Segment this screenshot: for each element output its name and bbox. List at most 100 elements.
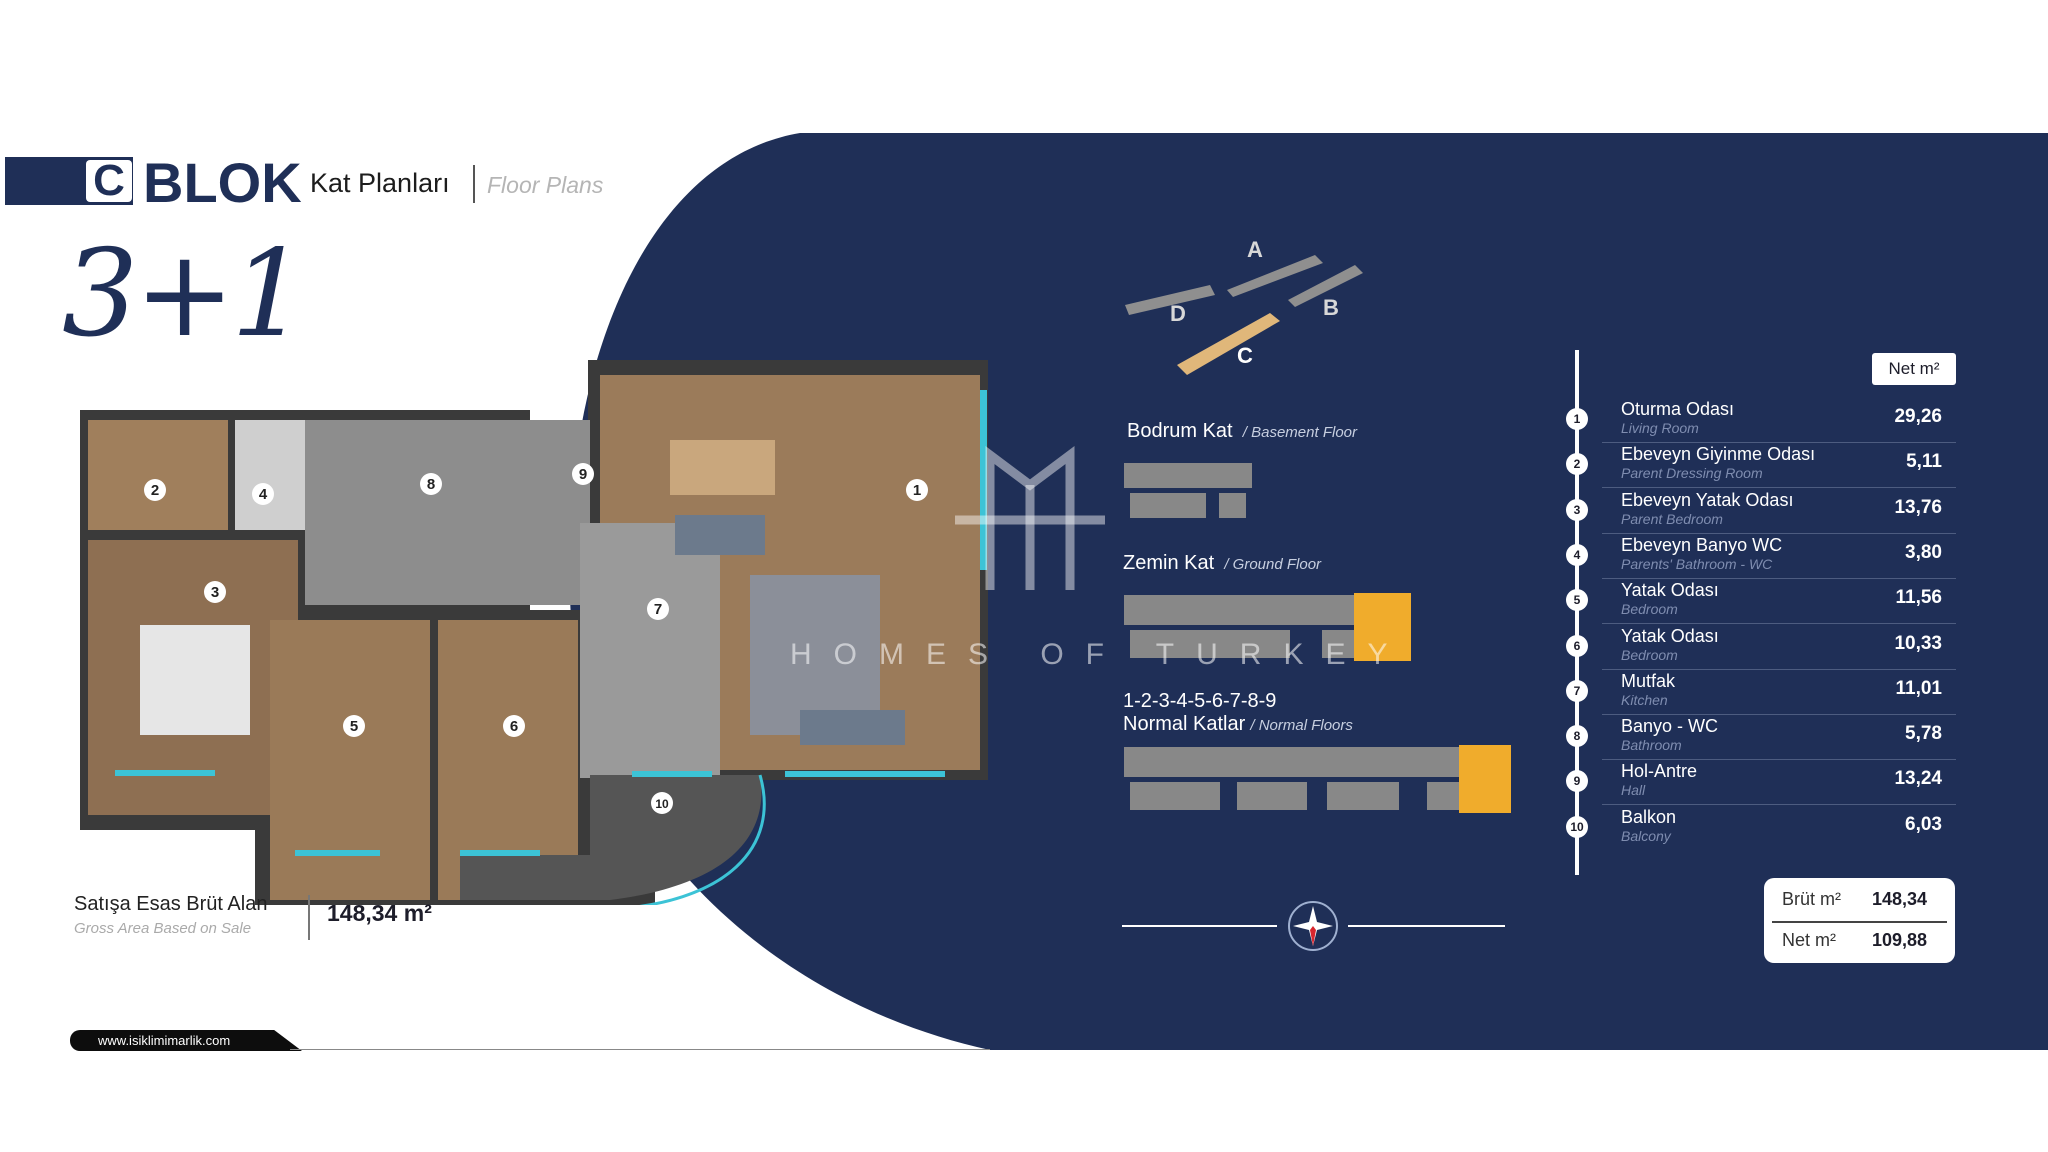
- floor-basement: Bodrum Kat / Basement Floor: [1127, 420, 1357, 442]
- room-name-en: Bedroom: [1621, 601, 1678, 618]
- marker-7: 7: [647, 598, 669, 620]
- row-divider: [1602, 713, 1956, 715]
- room-area: 5,11: [1906, 451, 1942, 473]
- row-divider: [1602, 532, 1956, 534]
- room-number: 1: [1566, 408, 1588, 430]
- unit-highlight: [1354, 593, 1411, 661]
- room-row: 10 Balkon Balcony 6,03: [1566, 806, 1956, 851]
- marker-10: 10: [651, 792, 673, 814]
- room-row: 7 Mutfak Kitchen 11,01: [1566, 670, 1956, 715]
- room-number: 7: [1566, 679, 1588, 702]
- gross-label: Brüt m²: [1782, 889, 1842, 909]
- label-b: B: [1323, 295, 1339, 320]
- svg-text:2: 2: [151, 482, 159, 499]
- room-name: Ebeveyn Yatak Odası: [1621, 489, 1794, 510]
- sale-area-value: 148,34 m²: [327, 900, 432, 926]
- net-header: Net m²: [1872, 353, 1956, 385]
- room-name: Banyo - WC: [1621, 716, 1719, 737]
- marker-6: 6: [503, 715, 525, 737]
- table-timeline: [1575, 350, 1579, 875]
- unit-highlight: [1459, 745, 1511, 813]
- svg-text:3: 3: [211, 584, 219, 601]
- marker-8: 8: [420, 473, 442, 495]
- room-number: 5: [1566, 589, 1588, 612]
- room-area: 10,33: [1894, 632, 1942, 654]
- room-number: 8: [1566, 725, 1588, 748]
- room-balcony: [460, 775, 762, 900]
- sale-area-label-en: Gross Area Based on Sale: [74, 920, 252, 937]
- svg-text:8: 8: [427, 476, 435, 493]
- room-number: 3: [1566, 498, 1588, 521]
- block-b: [1288, 265, 1363, 307]
- room-name: Yatak Odası: [1621, 625, 1719, 646]
- room-name: Oturma Odası: [1621, 399, 1735, 419]
- room-row: 1 Oturma Odası Living Room 29,26: [1566, 398, 1956, 443]
- label-c: C: [1237, 343, 1253, 368]
- svg-text:10: 10: [655, 797, 669, 811]
- basement-plan: [1124, 463, 1252, 518]
- sale-area-label: Satışa Esas Brüt Alan: [74, 893, 268, 915]
- block-a: [1227, 255, 1323, 297]
- room-name-en: Parent Dressing Room: [1621, 465, 1763, 482]
- room-area: 6,03: [1905, 813, 1942, 835]
- row-divider: [1602, 442, 1956, 443]
- title-en: Floor Plans: [487, 172, 604, 198]
- compass-line-left: [1122, 925, 1277, 927]
- svg-text:4: 4: [259, 486, 268, 503]
- room-area: 5,78: [1905, 723, 1942, 745]
- sale-divider: [308, 895, 310, 940]
- room-name-en: Kitchen: [1621, 691, 1668, 708]
- floor-normal: 1-2-3-4-5-6-7-8-9 Normal Katlar / Normal…: [1123, 690, 1353, 735]
- room-area: 13,24: [1894, 768, 1942, 790]
- room-row: 9 Hol-Antre Hall 13,24: [1566, 760, 1956, 806]
- block-c: [1177, 313, 1280, 375]
- title-divider: [473, 165, 475, 203]
- marker-2: 2: [144, 479, 166, 501]
- watermark-logo: [955, 446, 1105, 590]
- room-name-en: Hall: [1621, 782, 1646, 799]
- room-row: 5 Yatak Odası Bedroom 11,56: [1566, 579, 1956, 625]
- room-row: 3 Ebeveyn Yatak Odası Parent Bedroom 13,…: [1566, 489, 1956, 534]
- normal-plan: [1124, 745, 1511, 813]
- marker-1: 1: [906, 479, 928, 501]
- room-name-en: Parent Bedroom: [1621, 510, 1723, 527]
- room-name-en: Living Room: [1621, 420, 1699, 436]
- gross-value: 148,34: [1872, 889, 1928, 909]
- room-row: 2 Ebeveyn Giyinme Odası Parent Dressing …: [1566, 443, 1956, 489]
- room-number: 10: [1566, 815, 1588, 838]
- row-divider: [1602, 623, 1956, 625]
- ground-plan: [1124, 593, 1411, 661]
- net-label: Net m²: [1782, 930, 1836, 950]
- block-letter: C: [86, 159, 132, 203]
- svg-text:7: 7: [654, 601, 662, 618]
- svg-text:6: 6: [510, 718, 518, 735]
- room-row: 4 Ebeveyn Banyo WC Parents' Bathroom - W…: [1566, 534, 1956, 579]
- compass-line-right: [1348, 925, 1505, 927]
- row-divider: [1602, 487, 1956, 489]
- room-area: 13,76: [1894, 496, 1942, 518]
- row-divider: [1602, 577, 1956, 579]
- title-tr: Kat Planları: [310, 168, 450, 198]
- footer-line: [290, 1049, 990, 1050]
- marker-3: 3: [204, 581, 226, 603]
- room-area: 11,56: [1895, 587, 1943, 609]
- svg-text:9: 9: [579, 466, 587, 483]
- label-d: D: [1170, 301, 1186, 326]
- watermark-text: HOMES OF TURKEY: [790, 638, 1410, 671]
- floor-plan: 1 2 3 4 5 6 7 8 9 10: [80, 360, 988, 905]
- room-number: 2: [1566, 453, 1588, 476]
- totals-divider: [1772, 921, 1947, 923]
- room-name-en: Bathroom: [1621, 737, 1682, 754]
- row-divider: [1602, 668, 1956, 670]
- room-area: 3,80: [1905, 541, 1942, 563]
- totals-box: Brüt m² 148,34 Net m² 109,88: [1764, 878, 1955, 963]
- room-area: 11,01: [1895, 677, 1943, 699]
- room-row: 6 Yatak Odası Bedroom 10,33: [1566, 625, 1956, 670]
- room-hall: [305, 420, 590, 605]
- net-value: 109,88: [1872, 930, 1928, 950]
- room-number: 6: [1566, 634, 1588, 657]
- label-a: A: [1247, 237, 1263, 262]
- room-kitchen: [580, 523, 720, 778]
- room-bedroom-5: [270, 620, 430, 900]
- website-link[interactable]: www.isiklimimarlik.com: [70, 1030, 302, 1051]
